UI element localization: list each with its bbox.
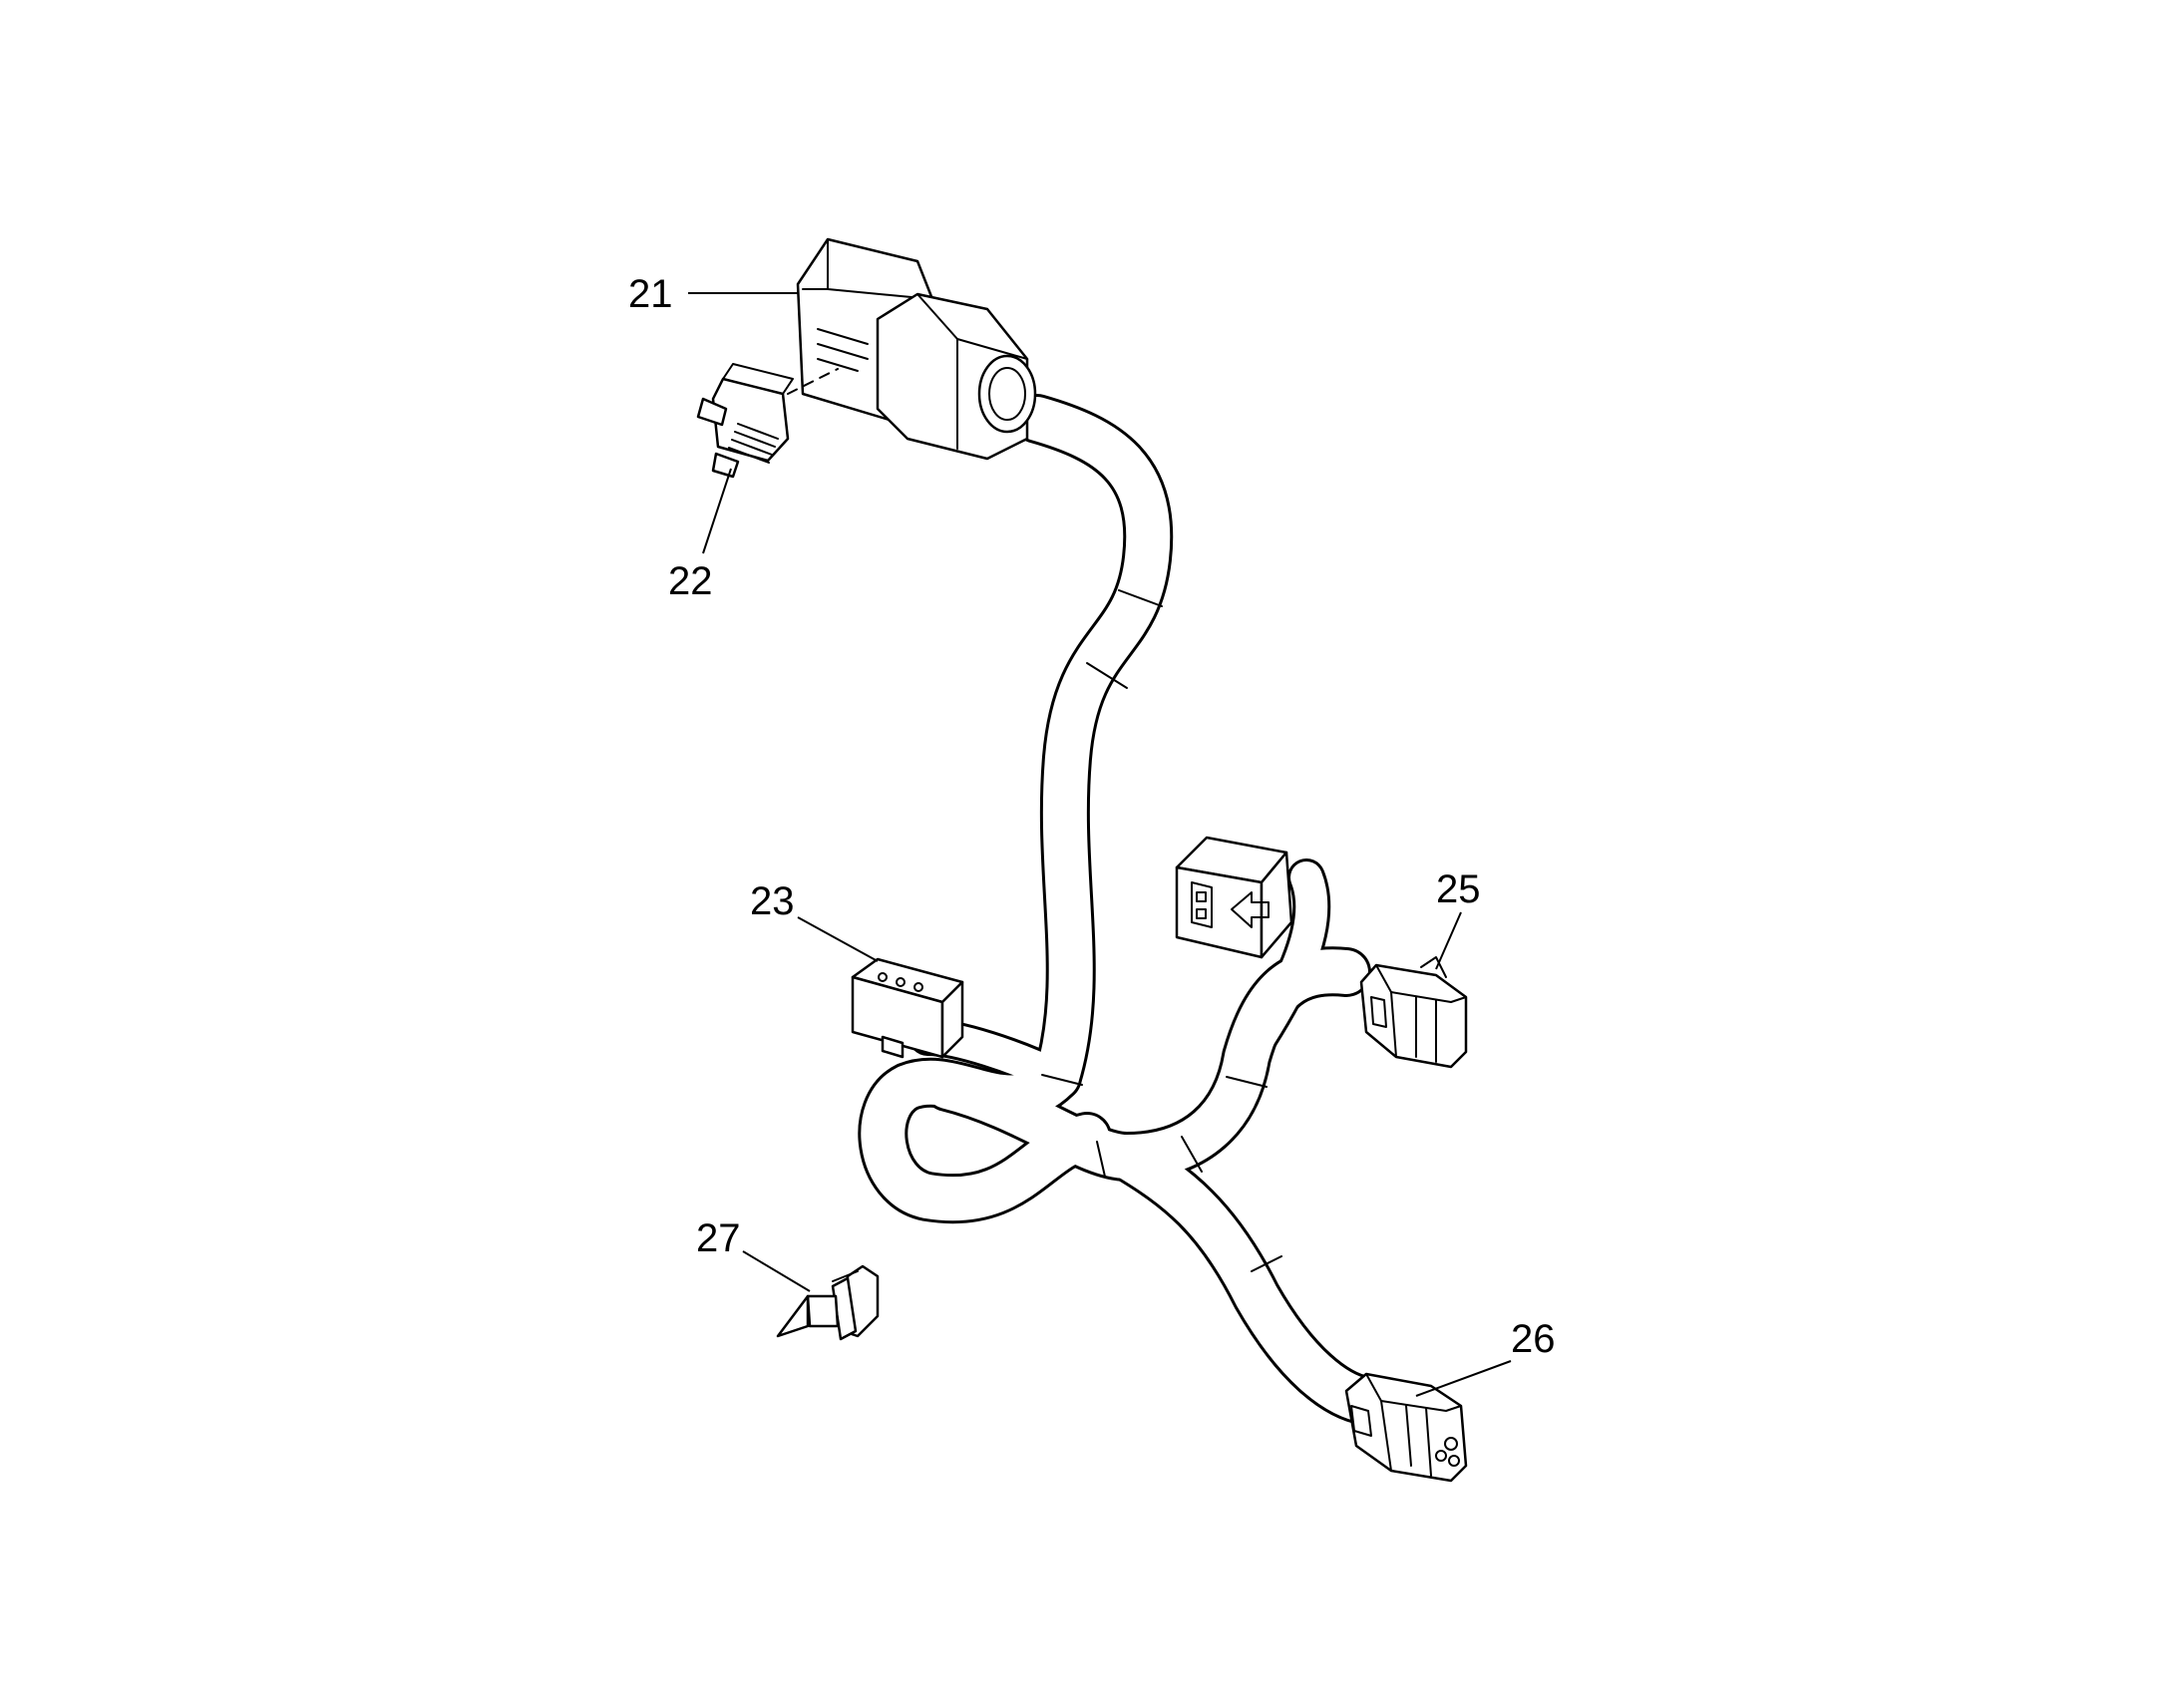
callout-21: 21 <box>628 272 673 316</box>
connector-21 <box>796 237 1037 461</box>
push-pin-27 <box>776 1264 880 1341</box>
connector-23 <box>851 957 964 1059</box>
connector-24 <box>1175 836 1293 959</box>
callout-27: 27 <box>696 1216 741 1260</box>
leader-23 <box>797 916 879 962</box>
leader-26 <box>1415 1360 1512 1397</box>
leader-25 <box>1435 911 1462 970</box>
callout-25: 25 <box>1436 867 1481 911</box>
callout-labels: 21 22 23 25 26 27 <box>628 272 1556 1361</box>
leader-22 <box>702 468 732 554</box>
harness-cables <box>858 394 1391 1426</box>
leader-27 <box>742 1250 811 1292</box>
callout-23: 23 <box>750 879 795 923</box>
connector-25 <box>1359 956 1468 1069</box>
callout-22: 22 <box>668 559 713 603</box>
leader-lines <box>688 292 1512 1397</box>
connector-26 <box>1344 1372 1468 1483</box>
clip-22 <box>696 363 839 479</box>
callout-26: 26 <box>1511 1317 1556 1361</box>
